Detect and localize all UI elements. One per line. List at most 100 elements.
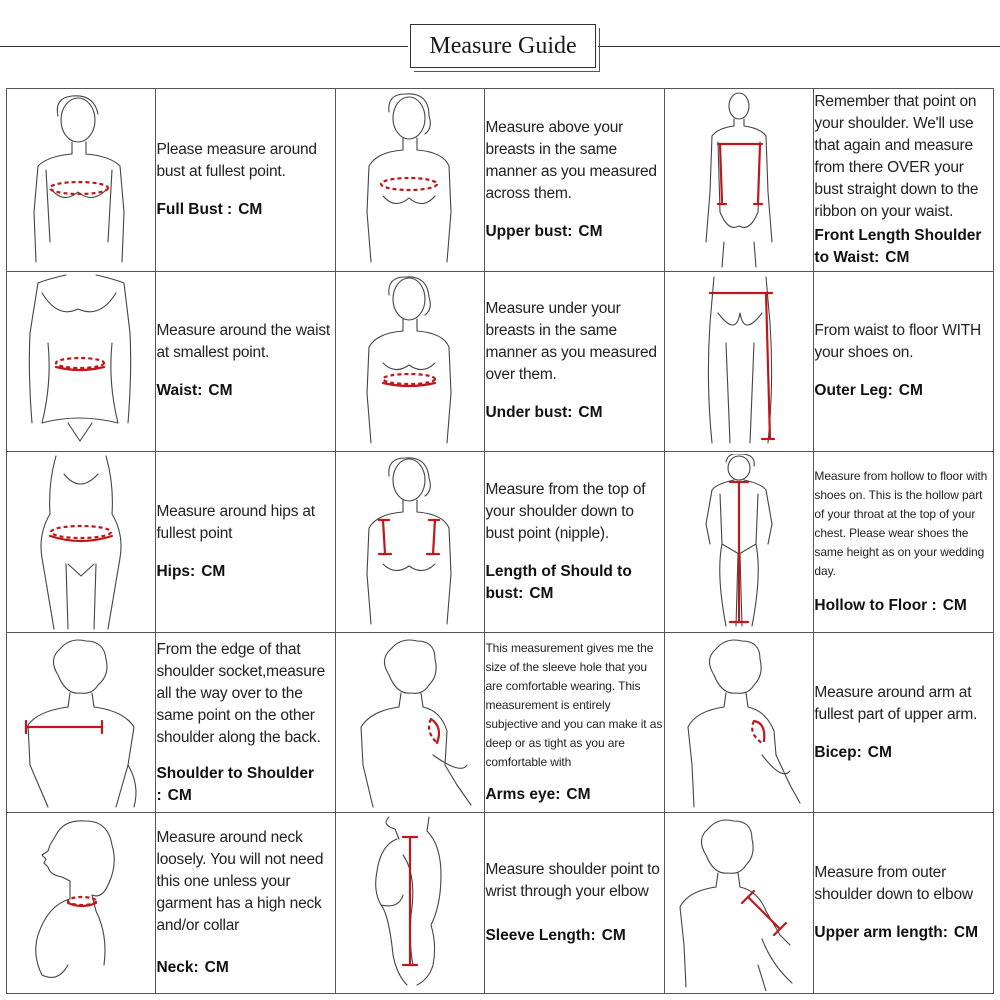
label-text: Hollow to Floor : [814, 596, 937, 614]
figure-cell [5, 812, 157, 994]
description: Measure above your breasts in the same m… [485, 118, 657, 202]
label-text: Outer Leg: [814, 382, 893, 400]
label-text: Length of Should to bust: [485, 562, 632, 602]
table-row: Measure around the waist at smallest poi… [5, 270, 994, 453]
figure-cell [663, 270, 815, 453]
figure-profile-neck-icon [35, 820, 116, 979]
measurement-label: Outer Leg: CM [814, 380, 993, 402]
figure-back-upper-arm-length-icon [679, 819, 793, 992]
description: Measure from outer shoulder down to elbo… [814, 864, 973, 904]
description: From the edge of that shoulder socket,me… [156, 640, 326, 746]
description-cell: Measure around arm at fullest part of up… [813, 631, 994, 814]
description: Remember that point on your shoulder. We… [814, 92, 979, 220]
figure-front-torso-shoulder-to-bust-icon [366, 457, 452, 625]
figure-cell [334, 631, 486, 814]
measurement-label: Hollow to Floor : CM [814, 595, 993, 617]
label-text: Upper bust: [485, 222, 573, 240]
figure-front-torso-hips-icon [40, 455, 122, 630]
unit-text: CM [204, 959, 229, 977]
label-text: Sleeve Length: [485, 927, 596, 945]
table-row: Measure around hips at fullest point Hip… [5, 451, 994, 633]
unit-text: CM [167, 786, 192, 804]
figure-front-torso-waist-icon [29, 274, 132, 442]
description-cell: Measure around neck loosely. You will no… [155, 812, 336, 994]
figure-cell [334, 451, 486, 633]
measure-table: Please measure around bust at fullest po… [5, 88, 994, 994]
description-cell: Remember that point on your shoulder. We… [813, 88, 994, 272]
figure-cell [5, 88, 157, 272]
description: This measurement gives me the size of th… [485, 641, 663, 770]
figure-cell [5, 270, 157, 453]
figure-front-torso-upper-bust-icon [366, 93, 452, 263]
label-text: Waist: [156, 382, 203, 400]
unit-text: CM [201, 562, 226, 580]
unit-text: CM [208, 382, 233, 400]
measurement-label: Upper bust: CM [485, 221, 664, 243]
unit-text: CM [578, 404, 603, 422]
description-cell: Measure around the waist at smallest poi… [155, 270, 336, 453]
figure-front-legs-outer-leg-icon [708, 276, 776, 444]
unit-text: CM [529, 584, 554, 602]
description: Please measure around bust at fullest po… [156, 140, 317, 180]
header-rule-right [598, 46, 1000, 47]
description: Measure from the top of your shoulder do… [485, 480, 646, 542]
description: Measure shoulder point to wrist through … [485, 861, 660, 901]
figure-cell [334, 270, 486, 453]
label-text: Neck: [156, 959, 199, 977]
header: Measure Guide [0, 0, 1000, 80]
figure-side-sleeve-length-icon [375, 816, 442, 986]
figure-cell [5, 631, 157, 814]
description-cell: Please measure around bust at fullest po… [155, 88, 336, 272]
measurement-label: Hips: CM [156, 561, 335, 583]
label-text: Bicep: [814, 743, 862, 761]
unit-text: CM [867, 743, 892, 761]
title-box: Measure Guide [410, 24, 600, 72]
figure-back-shoulders-icon [25, 639, 137, 808]
unit-text: CM [898, 382, 923, 400]
description-cell: Measure under your breasts in the same m… [484, 270, 665, 453]
figure-cell [5, 451, 157, 633]
description-cell: From waist to floor WITH your shoes on. … [813, 270, 994, 453]
unit-text: CM [885, 248, 910, 266]
label-text: Full Bust : [156, 200, 233, 218]
header-rule-left [0, 46, 408, 47]
unit-text: CM [942, 596, 967, 614]
label-text: Hips: [156, 562, 196, 580]
measurement-label: Upper arm length:CM [814, 922, 993, 944]
figure-cell [663, 631, 815, 814]
figure-cell [663, 812, 815, 994]
figure-back-arms-eye-icon [360, 639, 472, 808]
figure-cell [334, 812, 486, 994]
measurement-label: Bicep: CM [814, 742, 993, 764]
figure-cell [334, 88, 486, 272]
description-cell: Measure shoulder point to wrist through … [484, 812, 665, 994]
description-cell: Measure from outer shoulder down to elbo… [813, 812, 994, 994]
unit-text: CM [566, 786, 591, 804]
unit-text: CM [953, 924, 979, 942]
description-cell: Measure above your breasts in the same m… [484, 88, 665, 272]
description-cell: Measure from the top of your shoulder do… [484, 451, 665, 633]
table-row: Please measure around bust at fullest po… [5, 88, 994, 272]
measurement-label: Under bust:CM [485, 402, 664, 424]
measurement-label: Full Bust : CM [156, 199, 335, 221]
measurement-label: Neck: CM [156, 957, 335, 979]
figure-front-torso-under-bust-icon [366, 276, 452, 444]
description: Measure under your breasts in the same m… [485, 300, 657, 384]
unit-text: CM [578, 222, 603, 240]
description: Measure around hips at fullest point [156, 502, 315, 542]
label-text: Front Length Shoulder to Waist: [814, 226, 982, 266]
label-text: Shoulder to Shoulder : [156, 764, 315, 804]
figure-front-torso-bust-icon [33, 95, 125, 263]
figure-front-full-body-hollow-to-floor-icon [705, 453, 773, 627]
description-cell: This measurement gives me the size of th… [484, 631, 665, 814]
page-title: Measure Guide [429, 33, 577, 59]
unit-text: CM [238, 200, 263, 218]
measurement-label: Front Length Shoulder to Waist:CM [814, 225, 993, 269]
description-cell: Measure from hollow to floor with shoes … [813, 451, 994, 633]
measurement-label: Shoulder to Shoulder :CM [156, 763, 335, 807]
description-cell: From the edge of that shoulder socket,me… [155, 631, 336, 814]
figure-cell [663, 451, 815, 633]
figure-back-bicep-icon [687, 639, 801, 808]
description: Measure around the waist at smallest poi… [156, 322, 331, 362]
description: Measure around arm at fullest part of up… [814, 683, 978, 723]
